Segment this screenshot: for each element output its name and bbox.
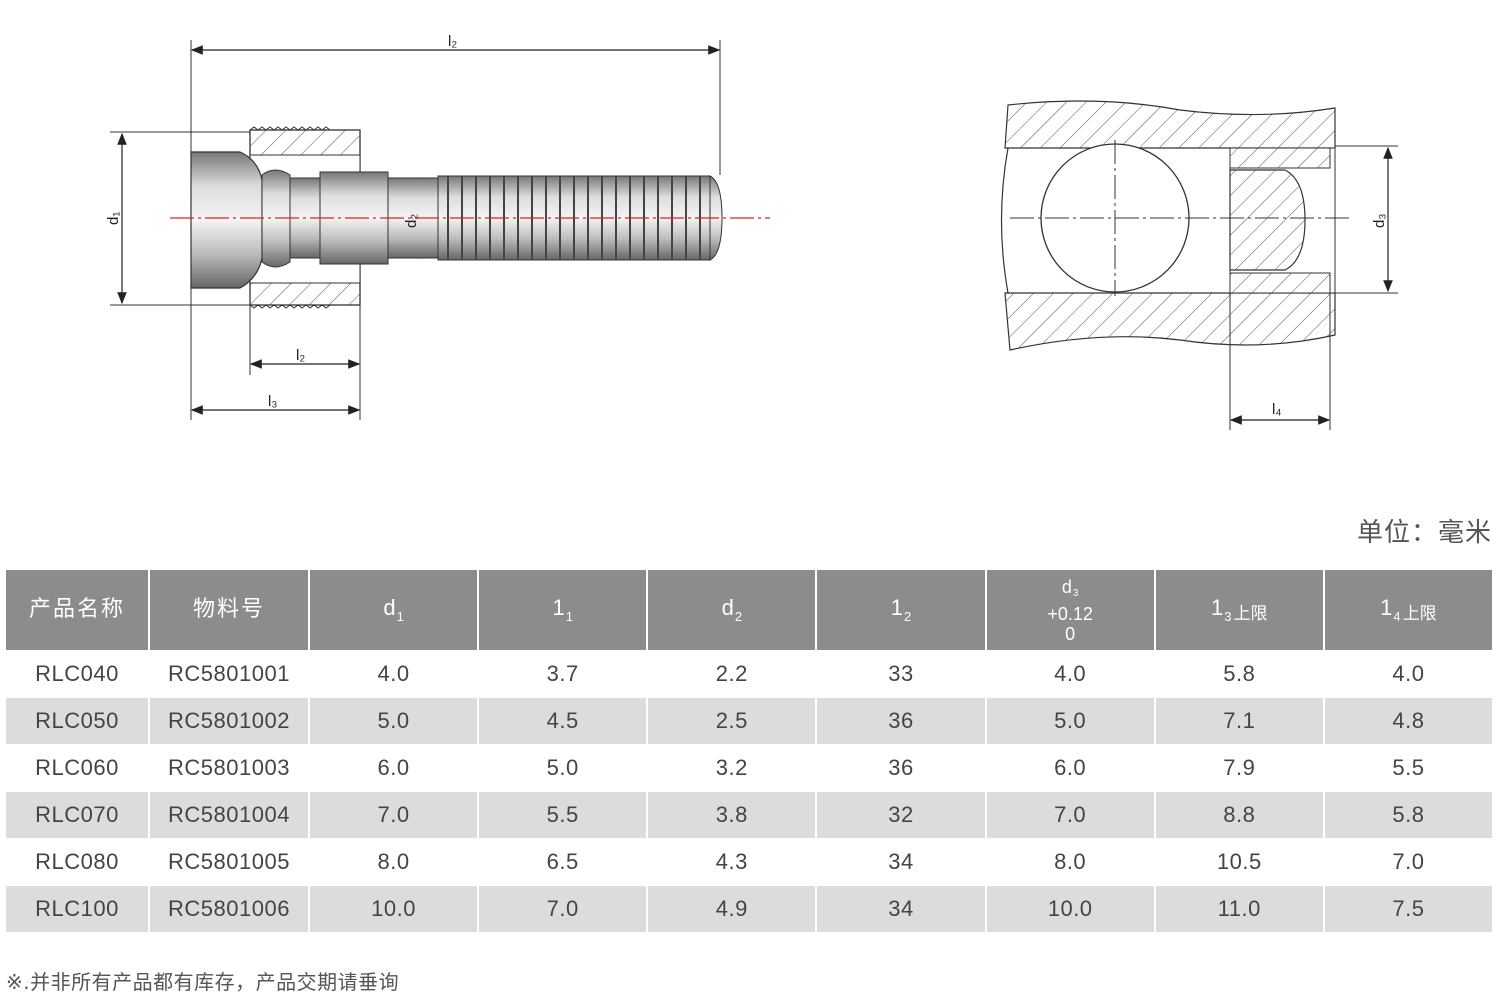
header-d1: d1 [310,570,478,650]
cell-l4: 4.0 [1324,650,1492,697]
cell-l4: 4.8 [1324,697,1492,744]
table-row: RLC050 RC5801002 5.0 4.5 2.5 36 5.0 7.1 … [6,697,1492,744]
cell-d2: 3.8 [648,791,816,838]
cell-material-no: RC5801005 [150,838,308,885]
cell-d3: 5.0 [986,697,1154,744]
cell-d1: 4.0 [310,650,478,697]
cell-d2: 4.9 [648,885,816,932]
cell-d2: 2.5 [648,697,816,744]
header-l1: 11 [479,570,647,650]
d3-label: d₃ [1371,214,1388,228]
cell-l2: 33 [817,650,985,697]
cell-l4: 7.0 [1324,838,1492,885]
cell-d2: 4.3 [648,838,816,885]
cell-d3: 8.0 [986,838,1154,885]
cell-product-name: RLC080 [6,838,148,885]
cell-l1: 4.5 [479,697,647,744]
cell-l2: 36 [817,744,985,791]
l3-label: l₃ [268,393,277,410]
cell-d3: 4.0 [986,650,1154,697]
d2-label: d₂ [403,214,420,228]
cell-d2: 3.2 [648,744,816,791]
header-l2: 12 [817,570,985,650]
d1-label: d₁ [105,212,122,225]
cell-l1: 5.5 [479,791,647,838]
cell-material-no: RC5801004 [150,791,308,838]
cell-d1: 10.0 [310,885,478,932]
cell-d1: 7.0 [310,791,478,838]
cell-material-no: RC5801002 [150,697,308,744]
cell-d1: 5.0 [310,697,478,744]
technical-drawings: l₂ d₁ d₂ l₂ l₃ d₃ l₄ [105,33,1398,430]
cell-d3: 10.0 [986,885,1154,932]
cell-material-no: RC5801001 [150,650,308,697]
cell-d3: 6.0 [986,744,1154,791]
cell-product-name: RLC060 [6,744,148,791]
cell-l3: 7.1 [1155,697,1323,744]
cell-l2: 34 [817,838,985,885]
cell-l1: 7.0 [479,885,647,932]
l2-top-label: l₂ [448,33,457,50]
cell-l4: 7.5 [1324,885,1492,932]
cell-l3: 7.9 [1155,744,1323,791]
l2-bottom-label: l₂ [296,347,305,364]
cell-l3: 5.8 [1155,650,1323,697]
stock-footnote: ※.并非所有产品都有库存，产品交期请垂询 [6,970,400,994]
header-material-no: 物料号 [150,570,308,650]
cell-d2: 2.2 [648,650,816,697]
header-product-name: 产品名称 [6,570,148,650]
cell-material-no: RC5801006 [150,885,308,932]
cell-l1: 3.7 [479,650,647,697]
cell-material-no: RC5801003 [150,744,308,791]
cell-l2: 36 [817,697,985,744]
cell-l3: 8.8 [1155,791,1323,838]
cell-d1: 8.0 [310,838,478,885]
table-row: RLC080 RC5801005 8.0 6.5 4.3 34 8.0 10.5… [6,838,1492,885]
cell-l4: 5.8 [1324,791,1492,838]
header-d2: d2 [648,570,816,650]
cell-l2: 32 [817,791,985,838]
cell-l1: 6.5 [479,838,647,885]
cell-l3: 11.0 [1155,885,1323,932]
socket-drawing: d₃ l₄ [1000,100,1398,430]
cell-l4: 5.5 [1324,744,1492,791]
cell-product-name: RLC050 [6,697,148,744]
table-row: RLC070 RC5801004 7.0 5.5 3.8 32 7.0 8.8 … [6,791,1492,838]
l4-label: l₄ [1272,401,1281,418]
table-row: RLC100 RC5801006 10.0 7.0 4.9 34 10.0 11… [6,885,1492,932]
unit-label: 单位：毫米 [1356,518,1492,548]
cell-d1: 6.0 [310,744,478,791]
cell-d3: 7.0 [986,791,1154,838]
cell-l3: 10.5 [1155,838,1323,885]
cell-product-name: RLC100 [6,885,148,932]
table-row: RLC040 RC5801001 4.0 3.7 2.2 33 4.0 5.8 … [6,650,1492,697]
table-row: RLC060 RC5801003 6.0 5.0 3.2 36 6.0 7.9 … [6,744,1492,791]
cell-l1: 5.0 [479,744,647,791]
cell-product-name: RLC070 [6,791,148,838]
header-d3: d3 +0.12 0 [986,570,1154,650]
cell-l2: 34 [817,885,985,932]
bolt-drawing: l₂ d₁ d₂ l₂ l₃ [105,33,770,420]
cell-product-name: RLC040 [6,650,148,697]
